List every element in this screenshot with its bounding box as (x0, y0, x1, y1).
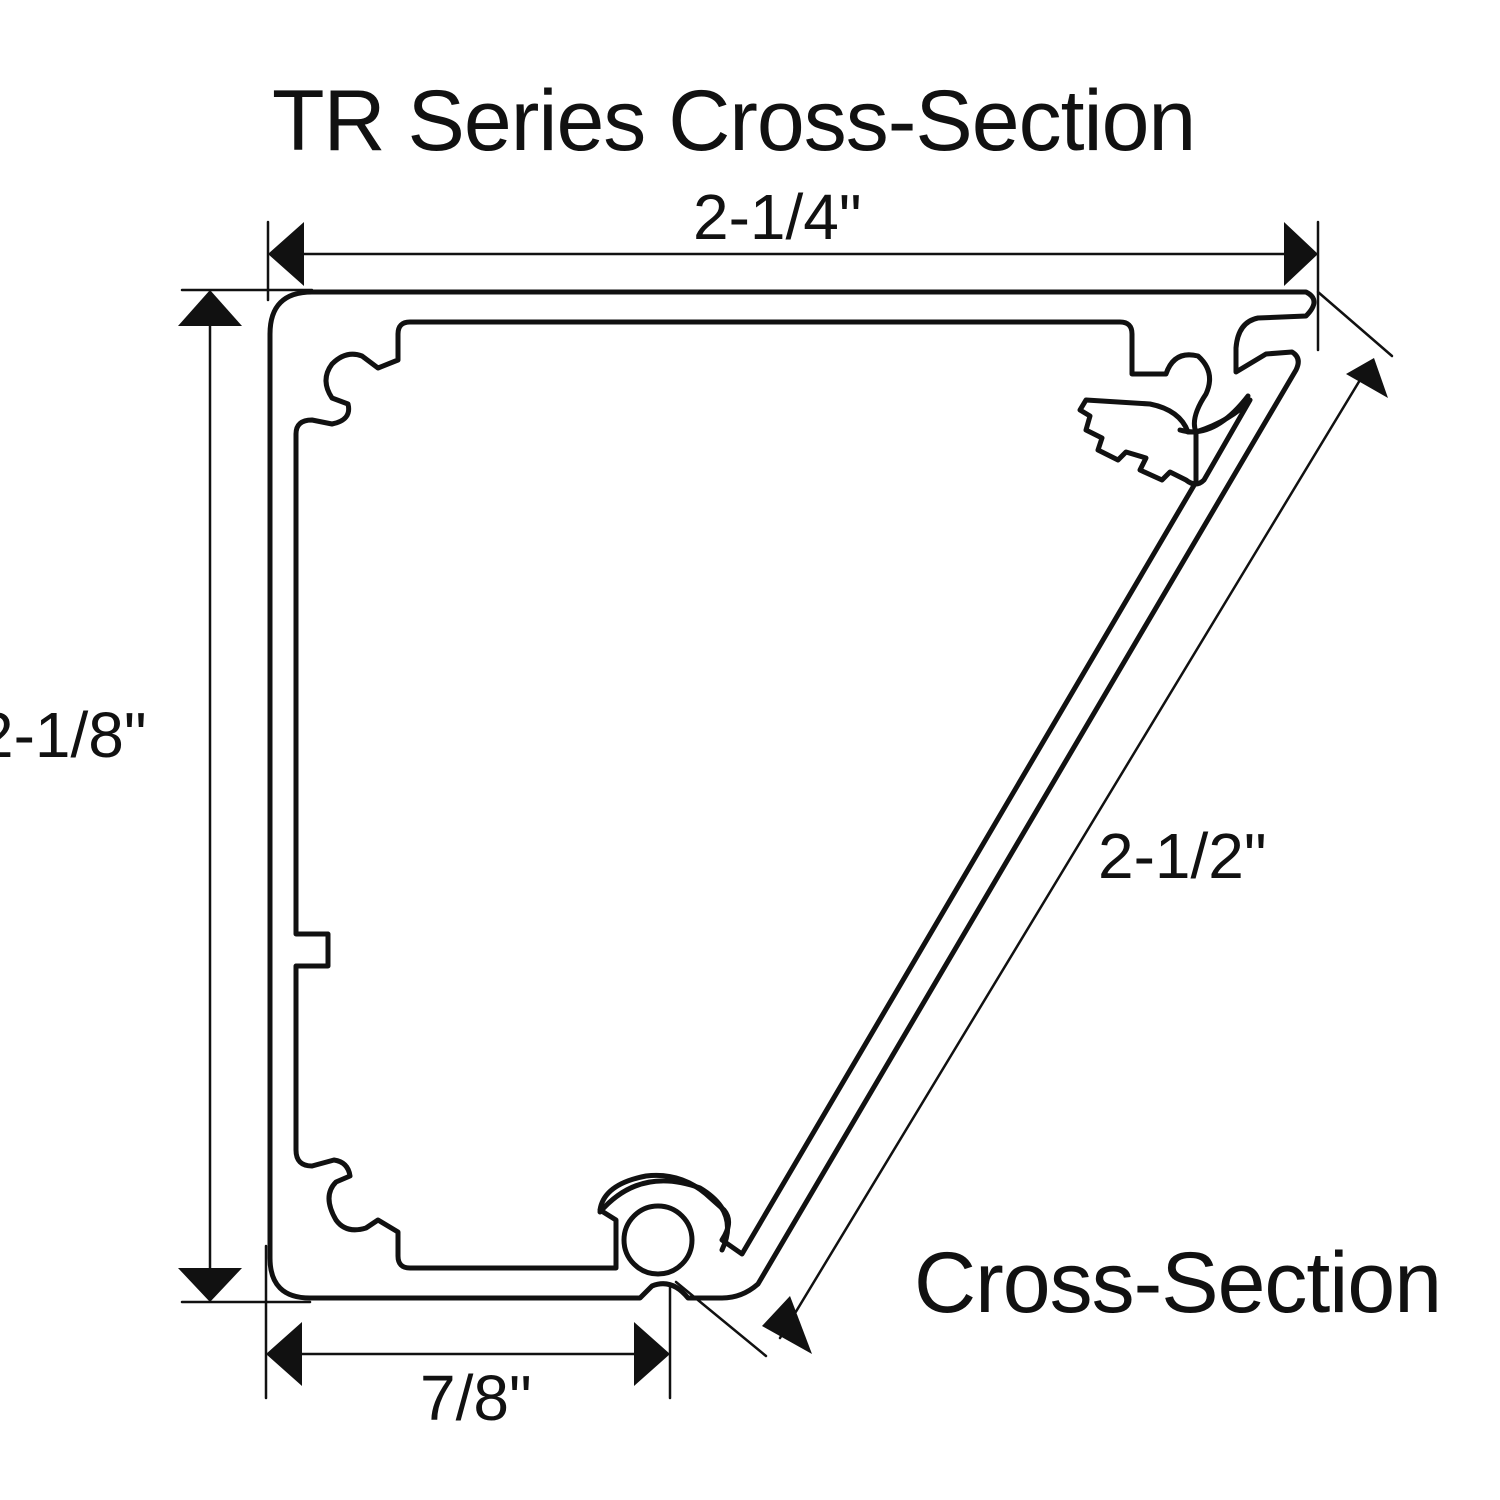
arrowhead-slope-top (1346, 358, 1388, 398)
arrowhead-height-top (178, 290, 242, 326)
dimension-overall-width (266, 220, 1320, 352)
arrowhead-slope-bottom (762, 1296, 812, 1354)
extrusion-inner-chamber (293, 319, 1253, 1271)
base-width-label: 7/8" (420, 1362, 532, 1434)
caption-label: Cross-Section (914, 1235, 1442, 1331)
top-right-screw-boss (1177, 393, 1251, 435)
extrusion-outer-wall (267, 289, 1317, 1301)
overall-width-label: 2-1/4" (693, 181, 862, 253)
overall-height-label: 2-1/8" (0, 699, 147, 771)
arrowhead-base-right (634, 1322, 670, 1386)
arrowhead-height-bottom (178, 1268, 242, 1302)
dimension-base-width (264, 1244, 672, 1400)
diagram-title: TR Series Cross-Section (272, 73, 1196, 169)
hinge-boss (621, 1203, 695, 1277)
arrowhead-width-left (268, 222, 304, 286)
dimension-sloped-face (674, 290, 1394, 1358)
dimension-overall-height (180, 288, 314, 1304)
arrowhead-width-right (1284, 222, 1318, 286)
hinge-socket (597, 1178, 731, 1253)
arrowhead-base-left (266, 1322, 302, 1386)
sloped-face-label: 2-1/2" (1098, 820, 1267, 892)
